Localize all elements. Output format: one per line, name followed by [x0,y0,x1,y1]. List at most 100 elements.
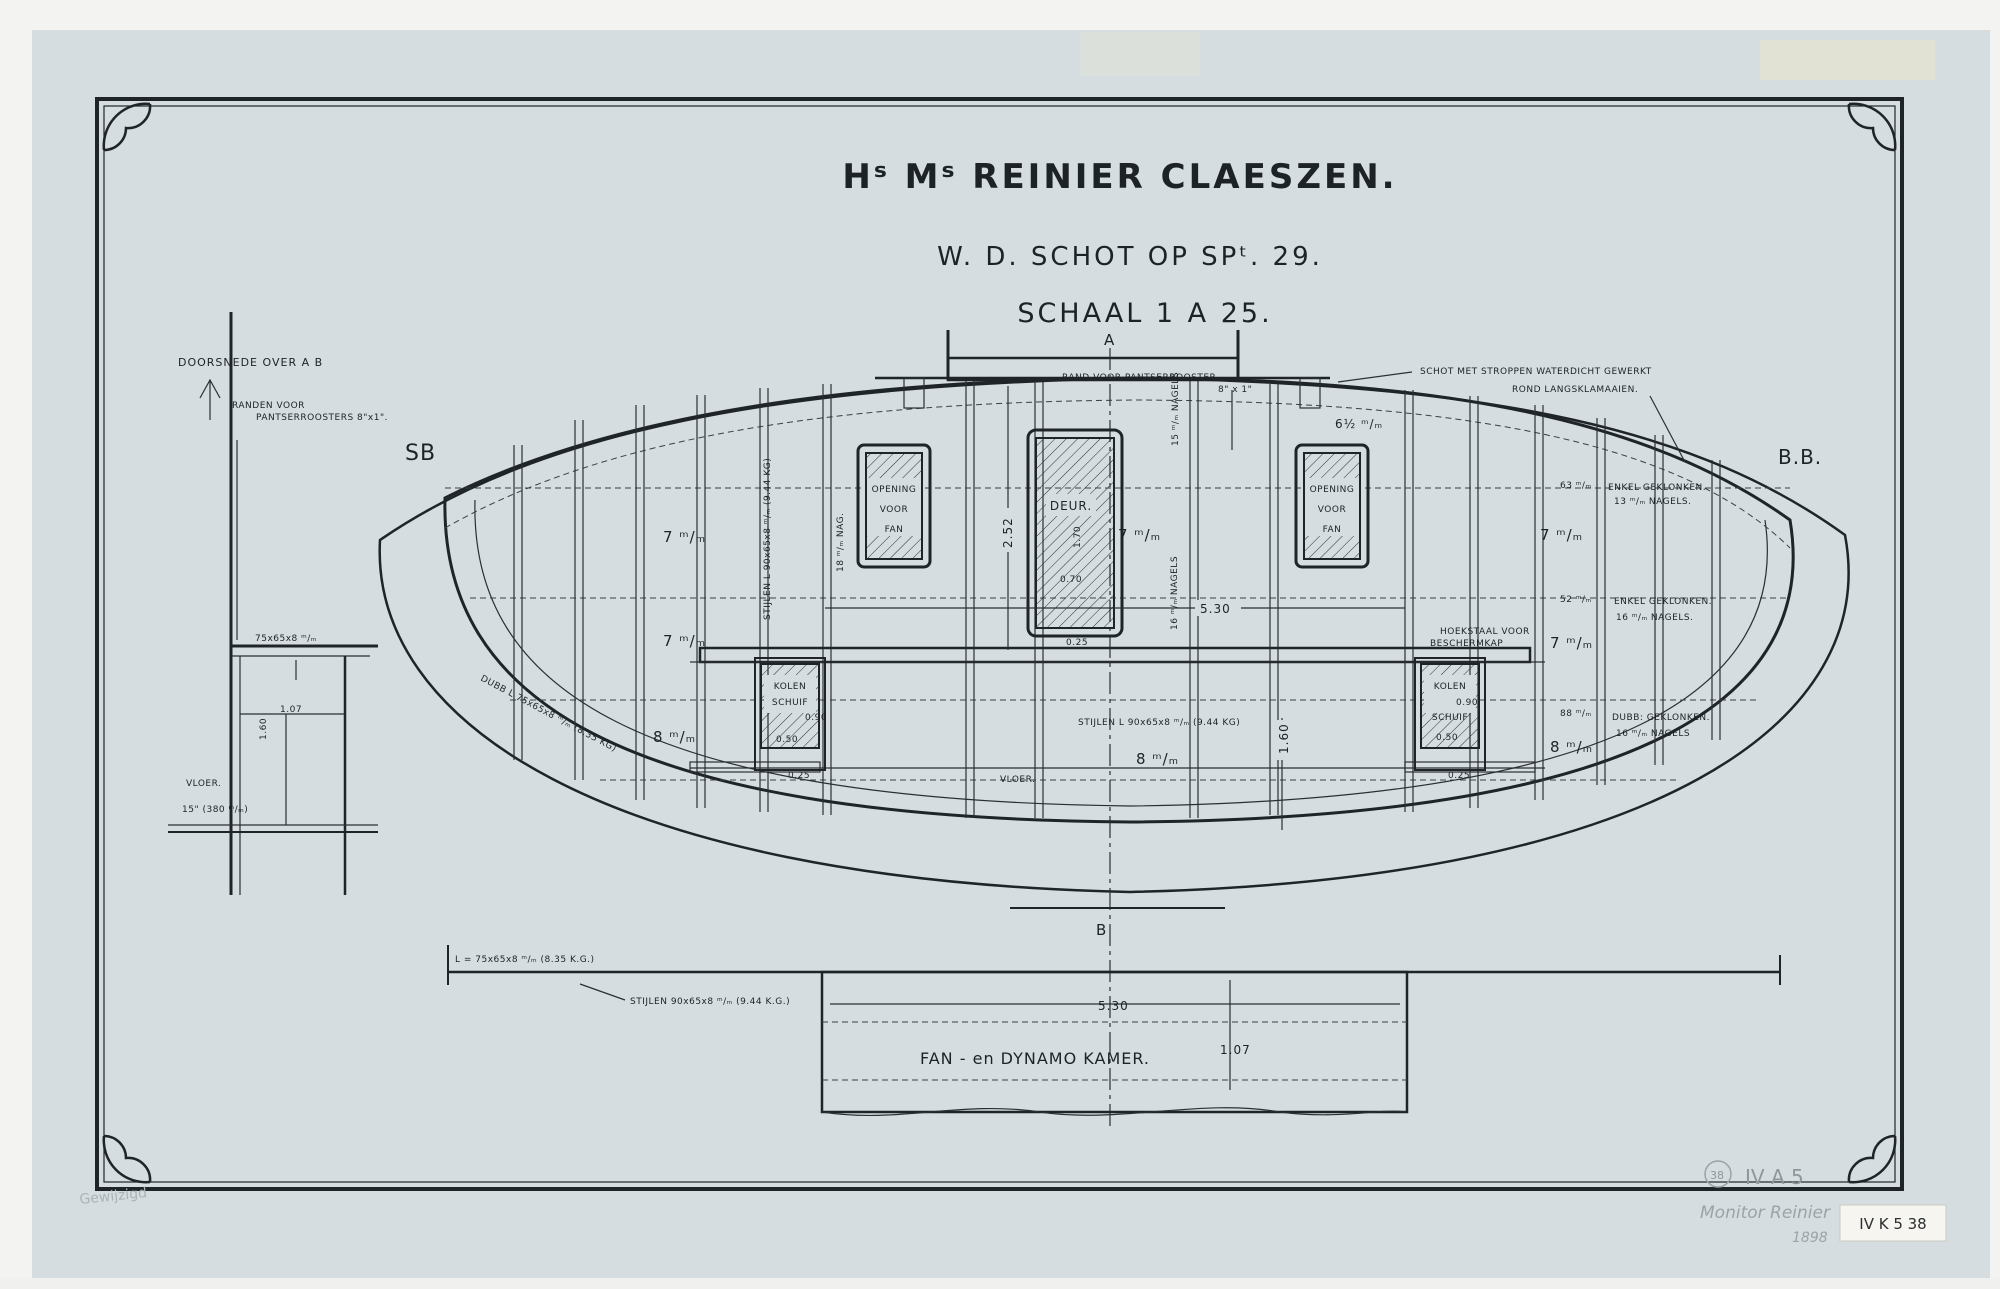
label-schot-stroppen: SCHOT MET STROPPEN WATERDICHT GEWERKT [1420,367,1652,377]
label-enkel-2b: 16 ᵐ/ₘ NAGELS. [1616,613,1693,623]
drawing-subtitle: W. D. SCHOT OP SPᵗ. 29. [937,242,1323,272]
archive-year: 1898 [1792,1230,1828,1246]
section-mark-b: B [1096,921,1107,939]
section-mark-a: A [1104,331,1115,349]
svg-text:7 ᵐ/ₘ: 7 ᵐ/ₘ [1118,526,1161,544]
svg-text:VOOR: VOOR [1318,505,1346,515]
label-stijlen-mid: STIJLEN L 90x65x8 ᵐ/ₘ (9.44 KG) [1078,718,1240,728]
kolen-schuif-right [1414,657,1486,771]
label-rand-pantser: RAND VOOR PANTSERROOSTER [1062,373,1216,383]
svg-text:8 ᵐ/ₘ: 8 ᵐ/ₘ [1550,738,1593,756]
dim-252: 2.52 [1001,517,1015,548]
section-angle: 75x65x8 ᵐ/ₘ [255,634,317,644]
section-randen: RANDEN VOOR [232,401,305,411]
reference-label [1839,1204,1947,1242]
door-label: DEUR. [1050,499,1092,513]
door-frame [1026,428,1124,638]
drawing-title: Hˢ Mˢ REINIER CLAESZEN. [842,157,1397,197]
label-hoekstaal-2: BESCHERMKAP [1430,639,1503,649]
label-dubb-gekl-b: 16 ᵐ/ₘ NAGELS [1616,729,1690,739]
corner-ornament-br [1847,1134,1897,1184]
label-enkel-2: ENKEL GEKLONKEN. [1614,597,1712,607]
corner-ornament-bl [102,1134,152,1184]
label-dubb-gekl: DUBB: GEKLONKEN. [1612,713,1710,723]
paper-strip [0,1278,2000,1289]
drawing-scale: SCHAAL 1 A 25. [1017,298,1272,329]
label-stijlen-left: STIJLEN L 90x65x8 ᵐ/ₘ (9.44 KG) [763,458,773,620]
reference-code: IV K 5 38 [1859,1215,1926,1233]
label-enkel-1: ENKEL GEKLONKEN. [1608,483,1706,493]
plan-room-label: FAN - en DYNAMO KAMER. [920,1049,1150,1068]
svg-text:SCHUIF: SCHUIF [772,698,808,708]
kolen-schuif-left [754,657,826,771]
label-enkel-1b: 13 ᵐ/ₘ NAGELS. [1614,497,1691,507]
svg-text:7 ᵐ/ₘ: 7 ᵐ/ₘ [663,632,706,650]
svg-text:0.25: 0.25 [1066,638,1088,648]
archive-marks: Gewijzigd 38 IV A 5 Monitor Reinier 1898… [79,1160,1947,1246]
section-vloer: VLOER. [186,779,221,789]
svg-text:0.90: 0.90 [805,713,827,723]
hull-outline [378,376,1850,894]
svg-text:OPENING: OPENING [1310,485,1355,495]
label-nag-2: 15 ᵐ/ₘ NAGELS [1171,372,1181,446]
kolen-labels: KOLEN SCHUIF 0.90 0.50 0.25 KOLEN SCHUIF… [764,675,1478,781]
svg-text:7 ᵐ/ₘ: 7 ᵐ/ₘ [1540,526,1583,544]
dim-160: 1.60 [1277,723,1291,754]
section-width: 1.07 [280,705,302,715]
corner-ornament-tr [1847,102,1897,152]
bulkhead-elevation: A B OPENING VOOR FAN OPENING VOOR FAN DE… [378,330,1850,1130]
svg-text:38: 38 [1710,1169,1724,1182]
tracing-paper [32,30,1990,1278]
svg-text:FAN: FAN [885,525,904,535]
label-pitch-52: 52 ᵐ/ₘ [1560,595,1592,605]
svg-text:0.70: 0.70 [1060,575,1082,585]
svg-text:SCHUIF: SCHUIF [1432,713,1468,723]
plan-stijlen: STIJLEN 90x65x8 ᵐ/ₘ (9.44 K.G.) [630,997,790,1007]
label-nag-1: 18 ᵐ/ₘ NAG. [836,513,846,573]
section-pantserroosters: PANTSERROOSTERS 8"x1". [256,413,388,423]
svg-text:0.50: 0.50 [776,735,798,745]
label-rond-langs: ROND LANGSKLAMAAIEN. [1512,385,1638,395]
section-heading: DOORSNEDE OVER A B [178,356,323,369]
corner-ornament-tl [102,102,152,152]
archive-circle [1704,1160,1732,1188]
section-vloer-dim: 15" (380 ᵐ/ₘ) [182,805,248,815]
door-panel [1035,437,1115,629]
svg-text:1.70: 1.70 [1073,526,1083,548]
svg-text:8 ᵐ/ₘ: 8 ᵐ/ₘ [1136,750,1179,768]
svg-text:0.90: 0.90 [1456,698,1478,708]
plan-view: L = 75x65x8 ᵐ/ₘ (8.35 K.G.) STIJLEN 90x6… [447,945,1781,1117]
archive-code: IV A 5 [1745,1165,1804,1189]
plan-width: 5.30 [1098,999,1129,1013]
bulkhead-plating [443,376,1795,824]
svg-text:8 ᵐ/ₘ: 8 ᵐ/ₘ [653,728,696,746]
svg-text:0.25: 0.25 [788,771,810,781]
svg-text:KOLEN: KOLEN [774,682,806,692]
dim-530: 5.30 [1200,602,1231,616]
svg-text:VOOR: VOOR [880,505,908,515]
svg-text:7 ᵐ/ₘ: 7 ᵐ/ₘ [1550,634,1593,652]
section-view-ab: DOORSNEDE OVER A B RANDEN VOOR PANTSERRO… [168,312,388,895]
svg-text:0.50: 0.50 [1436,733,1458,743]
section-height: 1.60 [259,718,269,740]
fan-opening-left [856,443,932,569]
fan-dynamo-room [820,970,1409,1114]
label-pitch-88: 88 ᵐ/ₘ [1560,709,1592,719]
svg-text:KOLEN: KOLEN [1434,682,1466,692]
archive-note: Monitor Reinier [1700,1203,1831,1223]
drawing-border [95,97,1904,1191]
opening-labels: OPENING VOOR FAN OPENING VOOR FAN [867,478,1359,536]
plan-depth: 1.07 [1220,1043,1251,1057]
fan-opening-right [1294,443,1370,569]
svg-text:OPENING: OPENING [872,485,917,495]
label-rand-size: 8" x 1" [1218,385,1252,395]
corner-pencil-mark: Gewijzigd [79,1185,148,1208]
plan-l-label: L = 75x65x8 ᵐ/ₘ (8.35 K.G.) [455,955,595,965]
side-label-bb: B.B. [1778,445,1822,469]
label-vloer: VLOER. [1000,775,1035,785]
tape-mark-right [1760,40,1935,80]
svg-text:FAN: FAN [1323,525,1342,535]
side-label-sb: SB [405,441,436,466]
tape-mark-left [1080,32,1200,76]
